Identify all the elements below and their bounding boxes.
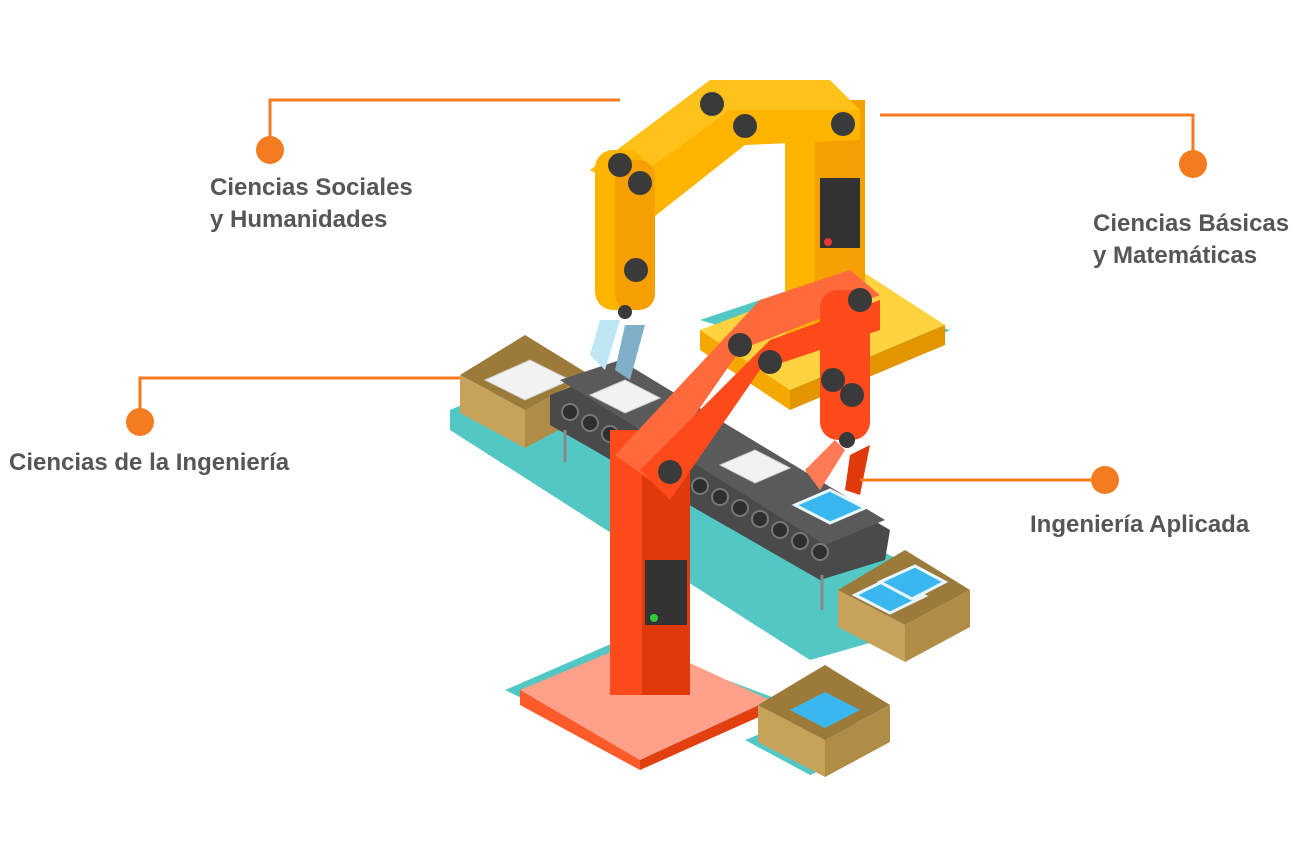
orange-dot-icon [256, 136, 284, 164]
box-left [460, 335, 590, 448]
red-robot-arm [610, 270, 880, 695]
red-base [520, 640, 770, 770]
connector-sociales [268, 98, 620, 148]
label-line: Ciencias Básicas [1093, 210, 1290, 237]
orange-dot-icon [126, 408, 154, 436]
label-ciencias-ingenieria: Ciencias de la Ingeniería [9, 447, 289, 479]
label-line: y Humanidades [210, 206, 388, 233]
label-ciencias-basicas: Ciencias Básicas y Matemáticas [1093, 208, 1289, 272]
connector-ingenieria [138, 376, 460, 420]
label-line: Ingeniería Aplicada [1030, 511, 1250, 538]
connector-lines [138, 98, 1195, 482]
box-bottom [758, 665, 890, 777]
box-right [838, 550, 970, 662]
orange-dot-icon [1179, 150, 1207, 178]
label-ingenieria-aplicada: Ingeniería Aplicada [1030, 509, 1249, 541]
label-line: Ciencias Sociales [210, 174, 413, 201]
label-line: y Matemáticas [1093, 242, 1258, 269]
connector-basicas [880, 113, 1195, 162]
label-ciencias-sociales: Ciencias Sociales y Humanidades [210, 172, 413, 236]
label-line: Ciencias de la Ingeniería [9, 449, 290, 476]
orange-dot-icon [1091, 466, 1119, 494]
